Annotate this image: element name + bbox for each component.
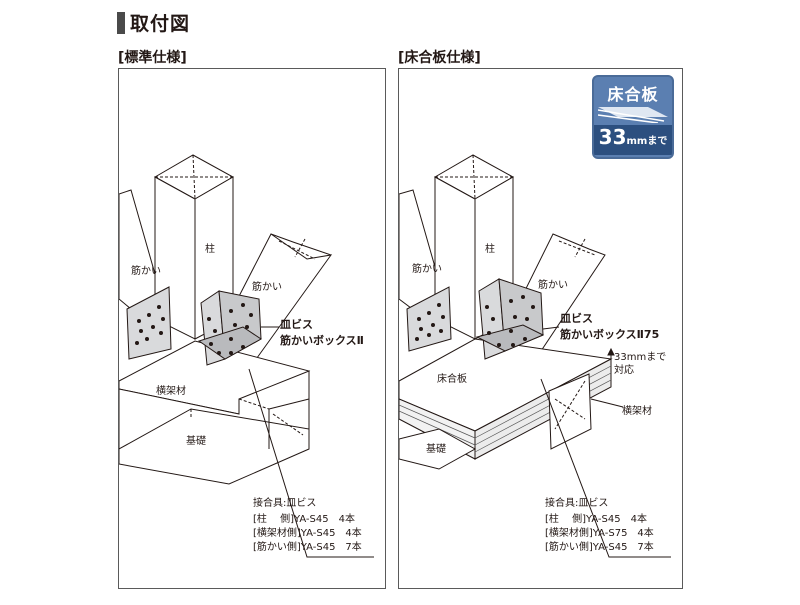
badge-unit: mmまで: [626, 136, 668, 147]
title-marker: [117, 12, 125, 34]
std-product-name: 筋かいボックスⅡ: [280, 334, 364, 347]
fb-thickness-label: 33mmまで: [614, 352, 667, 363]
spec-leader: [540, 378, 671, 558]
fb-thickness-note: 対応: [614, 365, 634, 376]
fb-brace-right-label: 筋かい: [538, 280, 568, 291]
std-brace-right-label: 筋かい: [252, 282, 282, 293]
fb-beam-label: 横架材: [622, 406, 652, 417]
badge-thickness: 33mmまで: [594, 125, 672, 155]
box-right-bottom: [197, 326, 262, 360]
fb-brace-left-label: 筋かい: [412, 264, 442, 275]
beam: [548, 373, 592, 450]
fb-column-label: 柱: [485, 244, 495, 255]
screw-holes: [135, 303, 253, 355]
standard-drawing: [119, 154, 374, 558]
box-left: [406, 286, 452, 352]
floorboard-panel: [398, 68, 683, 589]
std-spec-row: [筋かい側]YA-S45 7本: [253, 542, 362, 553]
std-column-label: 柱: [205, 244, 215, 255]
spec-leader: [248, 368, 374, 558]
std-spec-row: [柱 側]YA-S45 4本: [253, 514, 355, 525]
screw-holes: [415, 295, 535, 347]
plywood-layers-icon: [598, 107, 668, 123]
badge-number: 33: [598, 125, 627, 149]
box-left: [126, 286, 172, 360]
foundation: [399, 428, 477, 470]
std-foundation-label: 基礎: [186, 436, 206, 447]
fb-plywood-label: 床合板: [437, 374, 467, 385]
badge-title: 床合板: [607, 85, 659, 104]
std-spec-joint: 接合具:皿ビス: [253, 498, 317, 509]
box-right-bottom: [475, 324, 545, 352]
std-brace-left-label: 筋かい: [131, 266, 161, 277]
fb-spec-row: [横架材側]YA-S75 4本: [545, 528, 654, 539]
fb-spec-row: [柱 側]YA-S45 4本: [545, 514, 647, 525]
fb-spec-row: [筋かい側]YA-S45 7本: [545, 542, 654, 553]
plywood-badge: 床合板 33mmまで: [592, 75, 674, 159]
fb-spec-joint: 接合具:皿ビス: [545, 498, 609, 509]
standard-panel-label: [標準仕様]: [118, 50, 187, 66]
fb-product-name: 筋かいボックスⅡ75: [560, 328, 660, 341]
std-beam-label: 横架材: [156, 386, 186, 397]
std-screw-label: 皿ビス: [280, 318, 313, 331]
page-title: 取付図: [130, 13, 191, 35]
fb-foundation-label: 基礎: [426, 444, 446, 455]
floorboard-panel-label: [床合板仕様]: [398, 50, 481, 66]
floorboard-drawing: [399, 154, 671, 558]
fb-screw-label: 皿ビス: [560, 312, 593, 325]
std-spec-row: [横架材側]YA-S45 4本: [253, 528, 362, 539]
standard-panel: [118, 68, 386, 589]
